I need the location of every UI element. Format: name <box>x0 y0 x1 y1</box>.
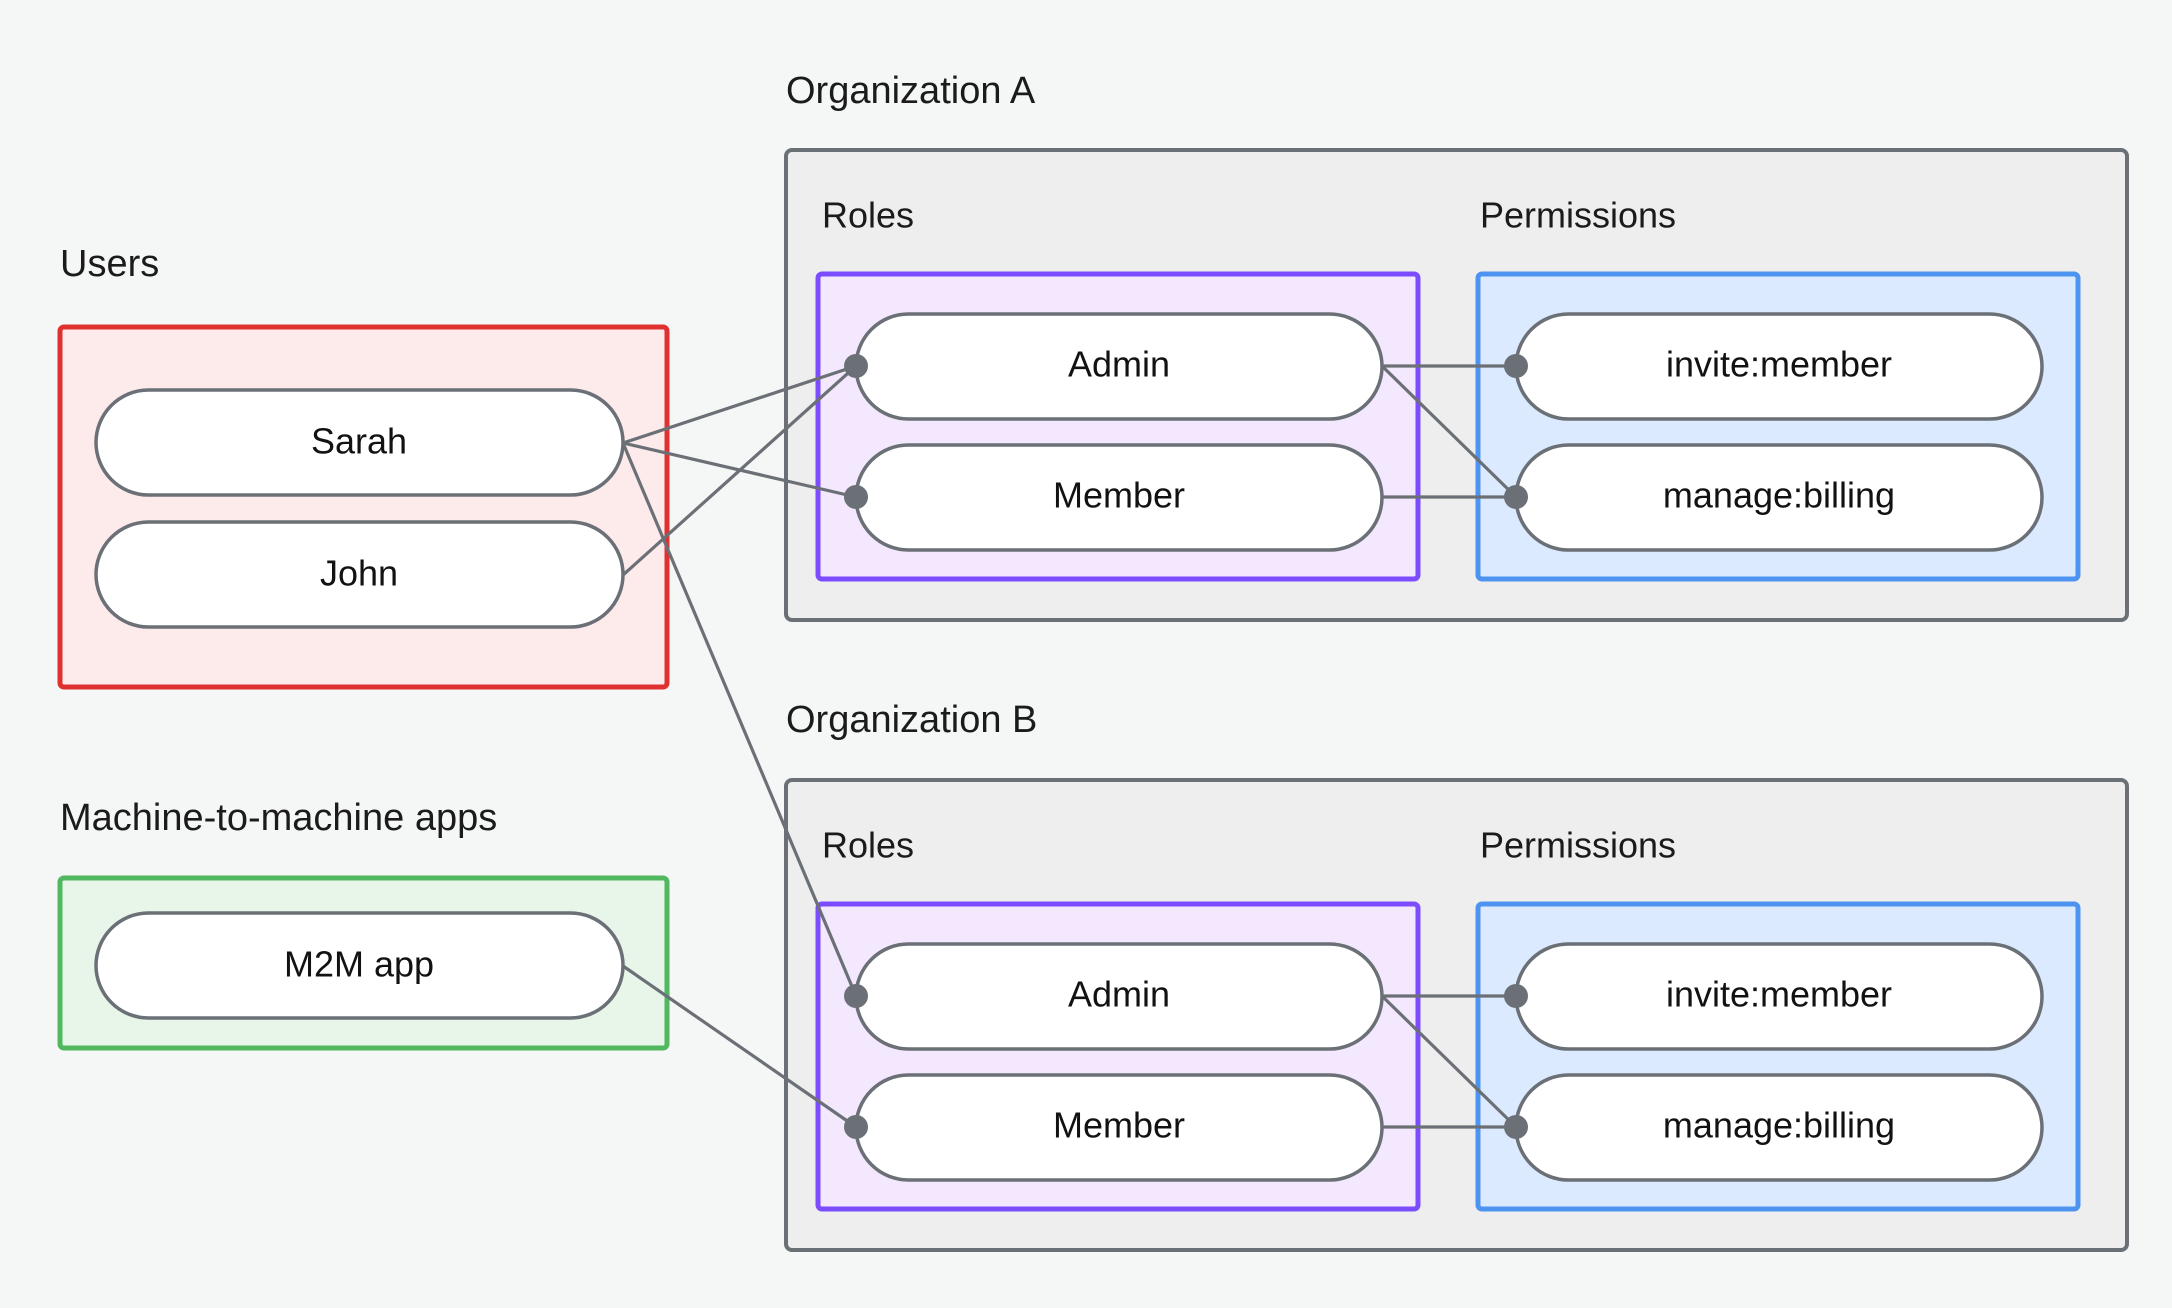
node-org-b-member[interactable]: Member <box>854 1073 1384 1182</box>
users-group-label: Users <box>60 243 159 285</box>
dot-org-a-admin-in <box>844 354 868 378</box>
node-org-b-admin-label: Admin <box>1068 974 1170 1015</box>
users-box <box>57 324 670 690</box>
dot-org-a-member-in <box>844 485 868 509</box>
dot-org-b-manage-billing-in <box>1504 1115 1528 1139</box>
edge-layer <box>621 364 1518 1129</box>
node-sarah-label: Sarah <box>311 421 407 462</box>
node-org-a-member[interactable]: Member <box>854 443 1384 552</box>
org-a-permissions-label: Permissions <box>1480 195 1676 236</box>
node-org-b-invite-member[interactable]: invite:member <box>1514 942 2044 1051</box>
edge-m2m-to-org-b-member <box>622 964 857 1129</box>
node-m2m-app[interactable]: M2M app <box>94 911 625 1020</box>
org-b-roles-label: Roles <box>822 825 914 866</box>
edge-endpoint-dots <box>844 354 1528 1139</box>
node-org-b-manage-billing-label: manage:billing <box>1663 1105 1895 1146</box>
node-org-b-member-label: Member <box>1053 1105 1185 1146</box>
edge-org-a-admin-to-manage-billing <box>1380 364 1518 499</box>
node-org-b-admin[interactable]: Admin <box>854 942 1384 1051</box>
dot-org-b-member-in <box>844 1115 868 1139</box>
edge-org-b-admin-to-manage-billing <box>1380 994 1518 1129</box>
edge-john-to-org-a-admin <box>621 364 858 577</box>
node-org-b-manage-billing[interactable]: manage:billing <box>1514 1073 2044 1182</box>
node-m2m-app-shape[interactable] <box>94 911 625 1020</box>
edge-sarah-to-org-b-admin <box>621 442 858 997</box>
node-org-a-admin-label: Admin <box>1068 344 1170 385</box>
dot-org-b-invite-member-in <box>1504 984 1528 1008</box>
node-m2m-app-label: M2M app <box>284 944 434 985</box>
node-org-b-invite-member-label: invite:member <box>1666 974 1892 1015</box>
node-john-shape[interactable] <box>94 520 625 629</box>
node-org-a-invite-member[interactable]: invite:member <box>1514 312 2044 421</box>
node-org-a-manage-billing-label: manage:billing <box>1663 475 1895 516</box>
node-sarah[interactable]: Sarah <box>94 388 625 497</box>
node-org-a-manage-billing[interactable]: manage:billing <box>1514 443 2044 552</box>
node-org-a-admin[interactable]: Admin <box>854 312 1384 421</box>
node-org-a-invite-member-label: invite:member <box>1666 344 1892 385</box>
org-a-title: Organization A <box>786 70 1036 112</box>
dot-org-a-manage-billing-in <box>1504 485 1528 509</box>
node-john[interactable]: John <box>94 520 625 629</box>
org-a-roles-label: Roles <box>822 195 914 236</box>
node-sarah-shape[interactable] <box>94 388 625 497</box>
org-b-permissions-label: Permissions <box>1480 825 1676 866</box>
dot-org-b-admin-in <box>844 984 868 1008</box>
node-org-a-member-label: Member <box>1053 475 1185 516</box>
node-john-label: John <box>320 553 398 594</box>
dot-org-a-invite-member-in <box>1504 354 1528 378</box>
edge-sarah-to-org-a-admin <box>622 364 857 445</box>
m2m-group-label: Machine-to-machine apps <box>60 797 497 839</box>
org-b-title: Organization B <box>786 699 1037 741</box>
